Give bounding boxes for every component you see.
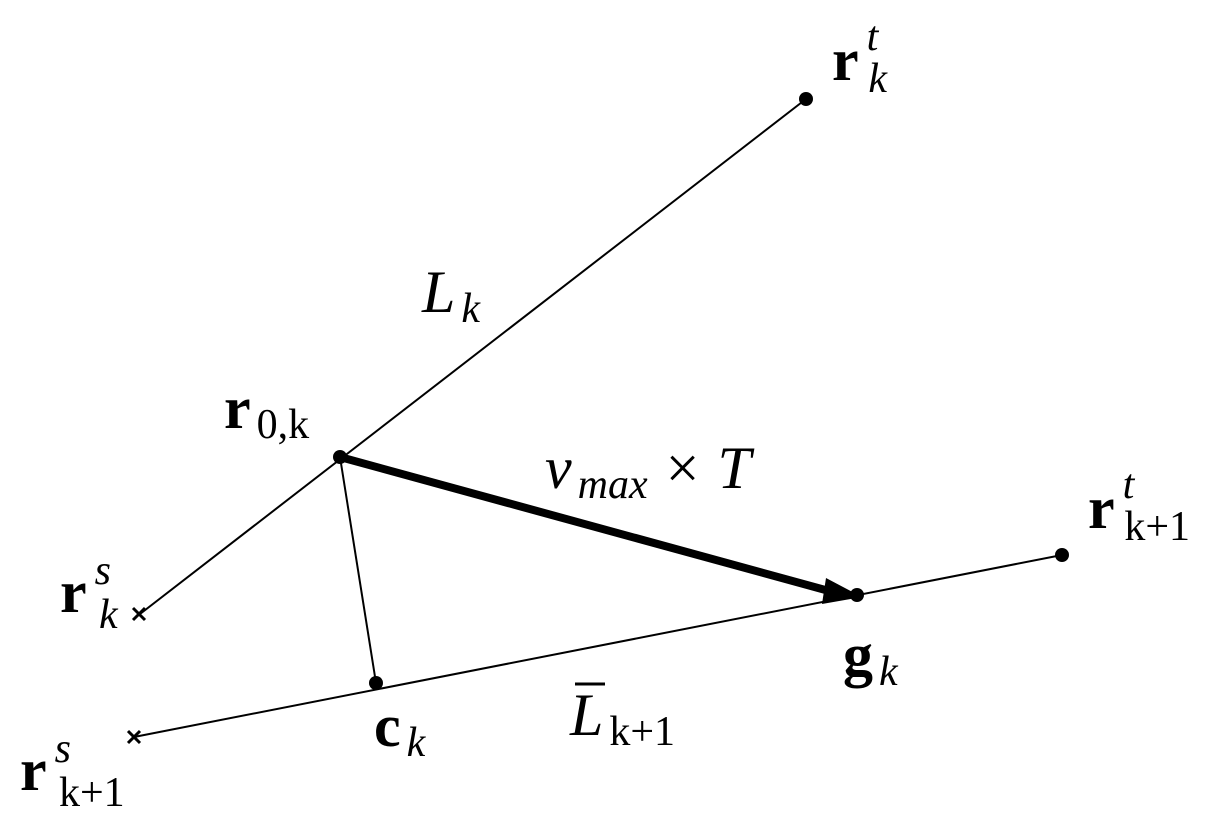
line-L-k bbox=[139, 98, 807, 615]
label-L-bar-k1: L k+1 bbox=[569, 682, 675, 755]
point-rt-k bbox=[799, 92, 813, 106]
point-r0-k bbox=[333, 450, 347, 464]
label-rs-k: r s k bbox=[60, 548, 119, 638]
label-rt-k: r t k bbox=[832, 14, 888, 102]
label-c-k: c k bbox=[374, 693, 427, 766]
point-rt-k1 bbox=[1055, 548, 1069, 562]
perpendicular-segment bbox=[339, 456, 377, 684]
label-r0-k: r 0,k bbox=[224, 375, 309, 448]
point-g-k bbox=[850, 588, 864, 602]
label-rt-k1: r t k+1 bbox=[1088, 462, 1190, 550]
label-rs-k1: r s k+1 bbox=[20, 726, 125, 816]
line-L-bar-k-plus-1 bbox=[133, 554, 1063, 738]
label-L-k: L k bbox=[421, 259, 481, 332]
cross-rs-k1 bbox=[126, 729, 142, 745]
label-vmax-T: v max × T bbox=[545, 435, 754, 508]
point-c-k bbox=[369, 676, 383, 690]
label-g-k: g k bbox=[843, 622, 899, 695]
vmax-arrow bbox=[338, 453, 842, 598]
cross-rs-k bbox=[131, 606, 147, 622]
